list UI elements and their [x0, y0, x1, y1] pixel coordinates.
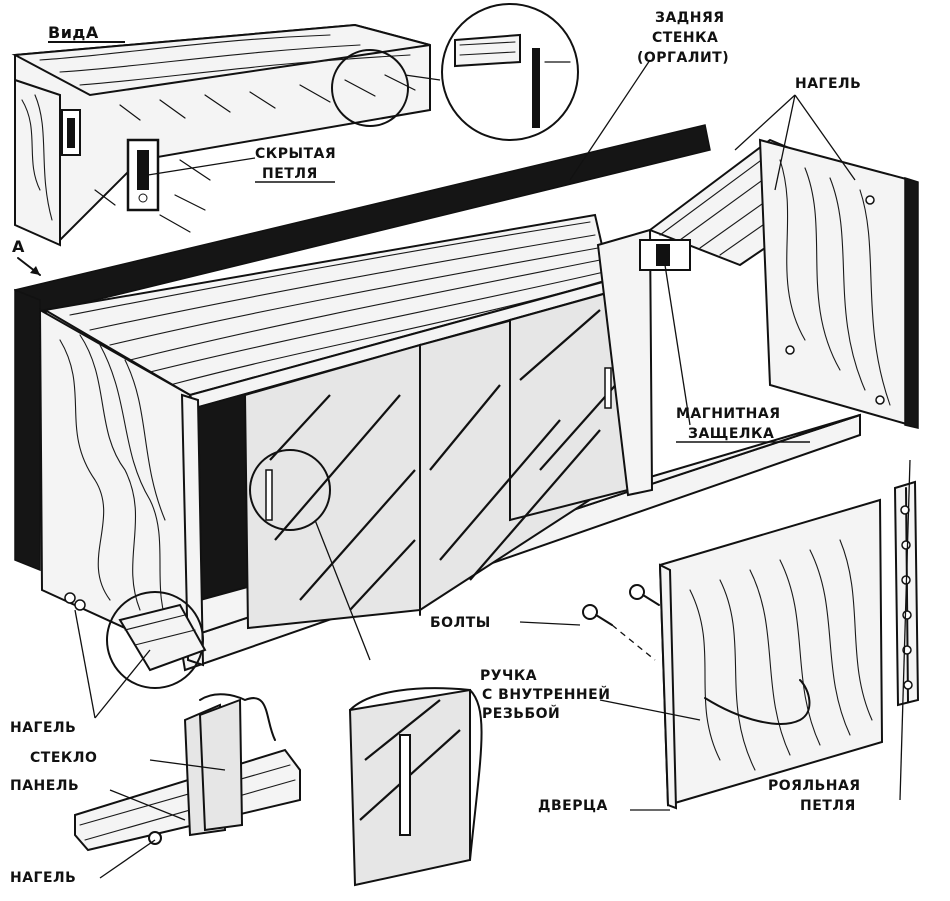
view-a-inset	[11, 23, 441, 247]
label-handle-3: РЕЗЬБОЙ	[482, 705, 560, 722]
glass-handle-detail	[348, 687, 483, 887]
label-back-wall-3: (ОРГАЛИТ)	[637, 50, 729, 66]
label-dowel-top: НАГЕЛЬ	[795, 76, 861, 92]
detached-door	[582, 498, 884, 810]
back-wall-groove-detail	[441, 3, 579, 141]
label-dowel-bottom: НАГЕЛЬ	[10, 870, 76, 886]
label-back-wall-1: ЗАДНЯЯ	[655, 10, 725, 26]
label-bolts: БОЛТЫ	[430, 615, 491, 631]
main-cabinet	[14, 124, 919, 689]
label-piano-hinge-2: ПЕТЛЯ	[800, 798, 856, 814]
label-panel: ПАНЕЛЬ	[10, 778, 79, 794]
label-marker-a: А	[12, 237, 25, 256]
label-view-a: ВидА	[48, 23, 99, 42]
annotation-labels: ВидА СКРЫТАЯ ПЕТЛЯ ЗАДНЯЯ СТЕНКА (ОРГАЛИ…	[10, 10, 861, 886]
label-hidden-hinge-2: ПЕТЛЯ	[262, 166, 318, 182]
label-dowel-left: НАГЕЛЬ	[10, 720, 76, 736]
label-door: ДВЕРЦА	[538, 798, 608, 814]
leader-lines	[74, 59, 911, 879]
label-back-wall-2: СТЕНКА	[652, 30, 718, 46]
label-handle-1: РУЧКА	[480, 668, 537, 684]
label-magnetic-latch-2: ЗАЩЕЛКА	[688, 426, 774, 442]
glass-groove-section	[74, 693, 301, 852]
bolt-icon	[582, 584, 660, 626]
label-handle-2: С ВНУТРЕННЕЙ	[482, 686, 610, 703]
label-magnetic-latch-1: МАГНИТНАЯ	[676, 406, 781, 422]
label-piano-hinge-1: РОЯЛЬНАЯ	[768, 778, 861, 794]
label-hidden-hinge-1: СКРЫТАЯ	[255, 146, 336, 162]
label-glass: СТЕКЛО	[30, 750, 97, 766]
